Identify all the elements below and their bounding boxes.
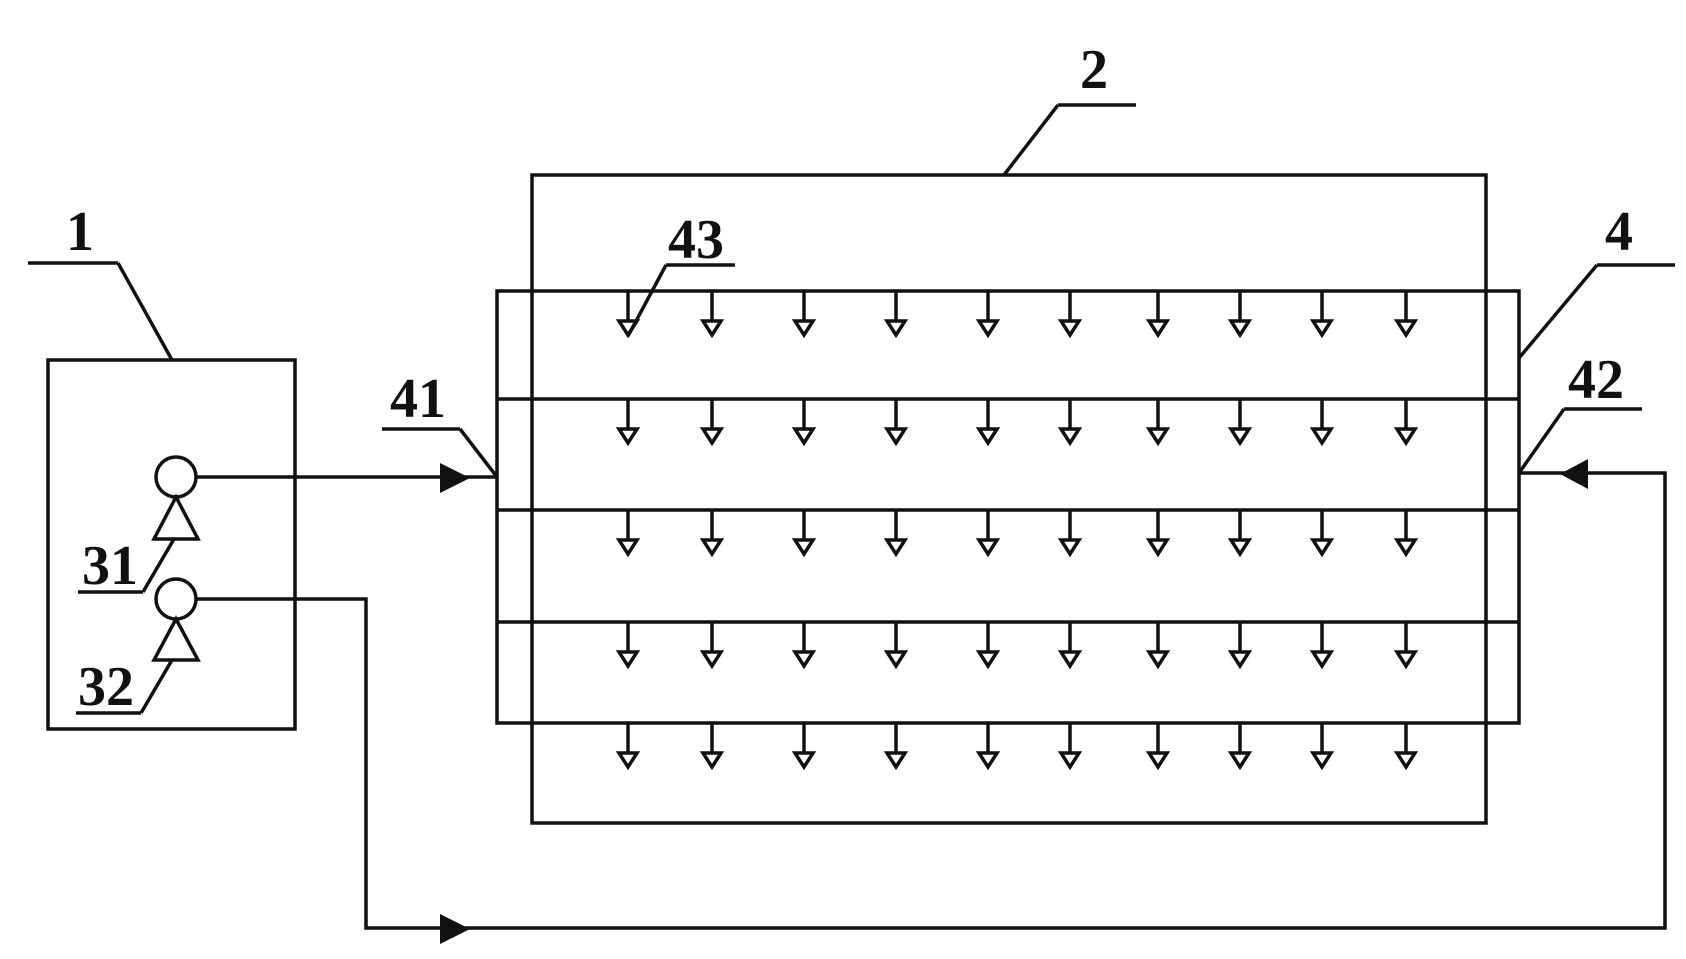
nozzle-tip: [975, 538, 1001, 558]
nozzle-tip: [975, 650, 1001, 670]
nozzle-tip: [1393, 319, 1419, 339]
nozzle-tip: [1227, 538, 1253, 558]
nozzle-tip: [1309, 751, 1335, 771]
return-arrow-bottom: [440, 914, 470, 944]
label-pump-32: 32: [78, 656, 134, 718]
pump-32-head: [154, 577, 198, 621]
pump-32-base: [151, 615, 201, 662]
label-tank: 2: [1080, 39, 1108, 101]
nozzle-tip: [791, 427, 817, 447]
inlet-41-leader-diagonal: [458, 427, 499, 479]
nozzle-tip: [883, 751, 909, 771]
nozzle-tip: [1057, 751, 1083, 771]
nozzle-grid: [615, 291, 1419, 771]
pipe-network: [495, 289, 1521, 725]
nozzle-tip: [615, 319, 641, 339]
nozzle-tip: [1057, 538, 1083, 558]
nozzle-tip: [1393, 650, 1419, 670]
control-box-leader-diagonal: [116, 262, 174, 361]
nozzle-tip: [883, 319, 909, 339]
supply-arrow: [440, 463, 470, 493]
nozzle-tip: [1309, 427, 1335, 447]
nozzle-tip: [615, 538, 641, 558]
tank: [530, 173, 1488, 825]
nozzle-tip: [883, 538, 909, 558]
nozzle-tip: [1145, 650, 1171, 670]
nozzle-tip: [975, 751, 1001, 771]
nozzle-tip: [1145, 319, 1171, 339]
nozzle-tip: [615, 751, 641, 771]
nozzle-tip: [883, 427, 909, 447]
nozzle-tip: [1393, 538, 1419, 558]
label-nozzle-43: 43: [668, 209, 724, 271]
nozzle-tip: [1227, 319, 1253, 339]
nozzle-tip: [1057, 650, 1083, 670]
label-pump-31: 31: [82, 535, 138, 597]
nozzle-tip: [699, 319, 725, 339]
nozzle-tip: [699, 538, 725, 558]
nozzle-tip: [1309, 538, 1335, 558]
nozzle-tip: [699, 751, 725, 771]
nozzle-tip: [791, 751, 817, 771]
tank-leader-diagonal: [1002, 103, 1060, 177]
nozzle-tip: [883, 650, 909, 670]
pipe-network-leader-diagonal: [1517, 263, 1599, 360]
nozzle-tip: [1393, 751, 1419, 771]
return-line: [196, 471, 1667, 930]
nozzle-tip: [1145, 427, 1171, 447]
label-inlet-42: 42: [1568, 349, 1624, 411]
nozzle-tip: [791, 650, 817, 670]
label-control-box: 1: [66, 201, 94, 263]
nozzle-tip: [791, 319, 817, 339]
nozzle-tip: [699, 650, 725, 670]
nozzle-tip: [1309, 650, 1335, 670]
nozzle-tip: [699, 427, 725, 447]
nozzle-tip: [975, 319, 1001, 339]
nozzle-tip: [1145, 538, 1171, 558]
nozzle-tip: [615, 427, 641, 447]
label-pipe-network: 4: [1605, 201, 1633, 263]
nozzle-tip: [1057, 427, 1083, 447]
pump-32-leader-diagonal: [139, 659, 174, 714]
inlet-42-leader-diagonal: [1517, 407, 1566, 475]
nozzle-tip: [1227, 751, 1253, 771]
nozzle-tip: [1057, 319, 1083, 339]
nozzle-tip: [1227, 427, 1253, 447]
nozzle-tip: [791, 538, 817, 558]
nozzle-tip: [1145, 751, 1171, 771]
label-inlet-41: 41: [390, 368, 446, 430]
pump-31-leader-diagonal: [141, 538, 176, 593]
nozzle-tip: [1227, 650, 1253, 670]
nozzle-tip: [975, 427, 1001, 447]
return-arrow-right: [1560, 459, 1588, 489]
nozzle-tip: [1393, 427, 1419, 447]
nozzle-tip: [1309, 319, 1335, 339]
pump-31-base: [151, 493, 201, 541]
nozzle-tip: [615, 650, 641, 670]
pump-31-head: [154, 455, 198, 499]
